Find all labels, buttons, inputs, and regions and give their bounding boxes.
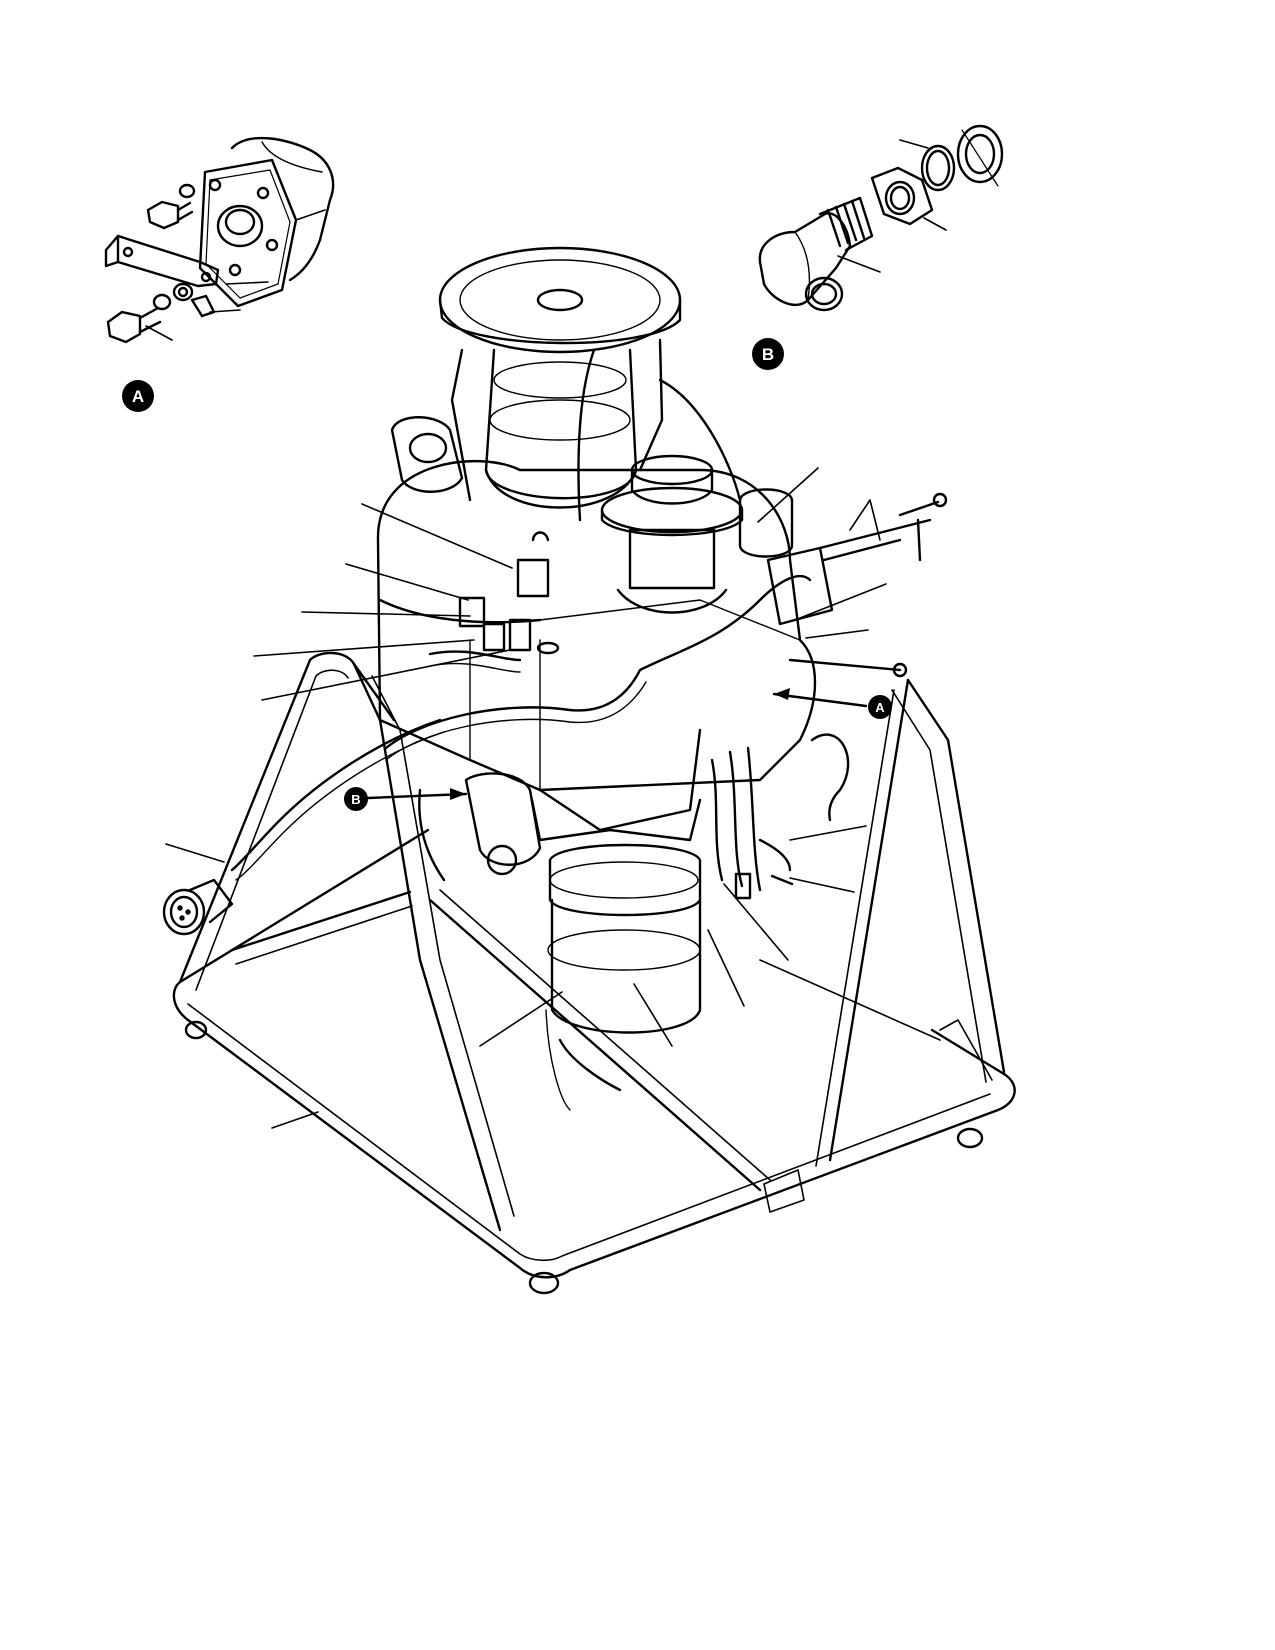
reference-b-label: B xyxy=(351,792,360,807)
leader-lines xyxy=(165,467,887,1129)
detail-a-label: A xyxy=(132,387,144,406)
reference-b-marker: B xyxy=(344,787,368,811)
engine-stand xyxy=(172,651,1016,1295)
reference-a-label: A xyxy=(875,700,885,715)
reference-arrows xyxy=(366,692,868,800)
detail-a-assembly xyxy=(104,136,335,344)
callout-detail-b: B xyxy=(752,338,784,370)
engine-assembly xyxy=(162,246,948,1111)
reference-a-marker: A xyxy=(868,695,892,719)
callout-detail-a: A xyxy=(122,380,154,412)
detail-b-assembly xyxy=(758,124,1004,312)
detail-b-label: B xyxy=(762,345,774,364)
